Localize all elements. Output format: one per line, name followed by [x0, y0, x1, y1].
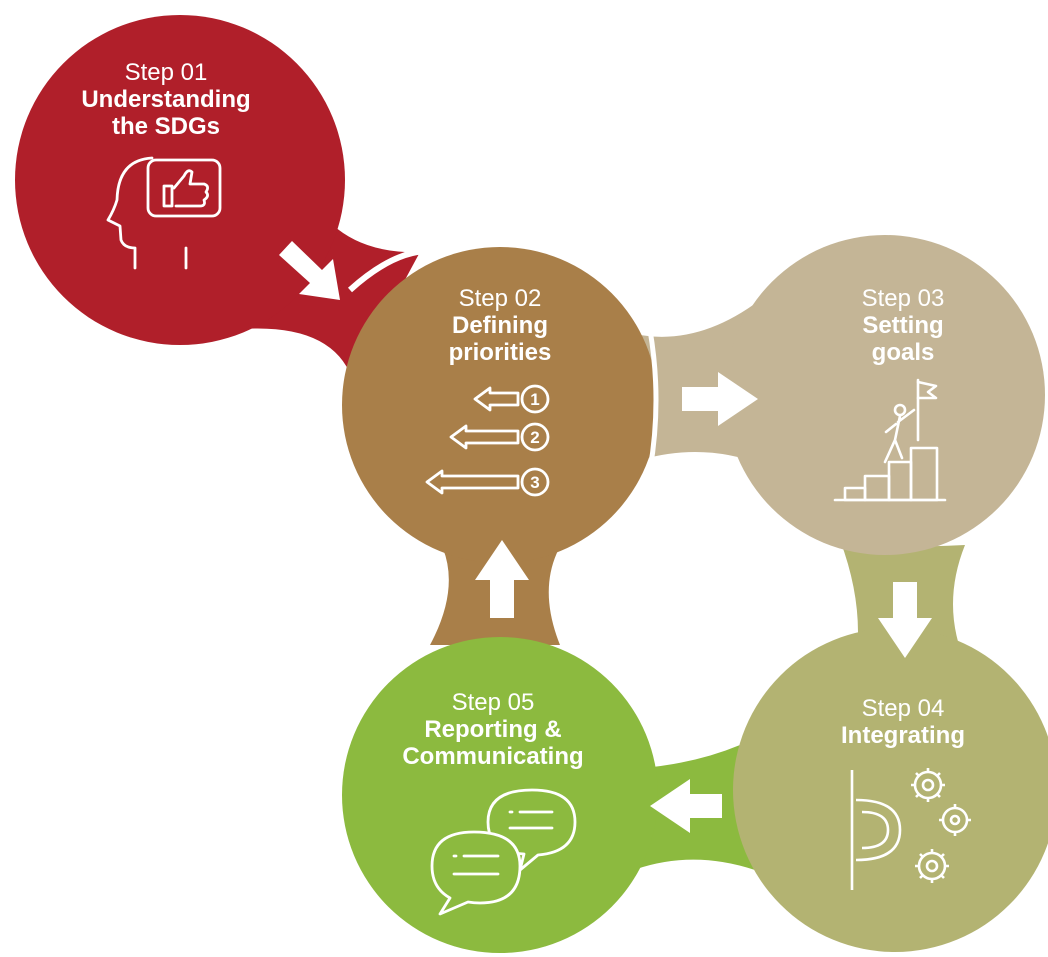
arrow-step2-to-step3: [682, 372, 758, 426]
priority-badge-3: [520, 467, 550, 497]
arrow-step5-to-step2: [475, 540, 529, 618]
step-5-title-line2: Communicating: [402, 742, 584, 770]
step-1-number: Step 01: [124, 59, 208, 86]
step-1-label: Step 01 Understanding the SDGs: [46, 59, 286, 141]
step-2-label: Step 02 Defining priorities: [380, 285, 620, 367]
priority-list-icon: [425, 384, 550, 497]
gears-icon: [850, 768, 971, 890]
arrow-step3-to-step4: [878, 582, 932, 658]
step-3-label: Step 03 Setting goals: [783, 285, 1023, 367]
step-4-bubble: [733, 628, 1048, 952]
priority-number-2: 2: [530, 428, 539, 447]
step-5-number: Step 05: [451, 689, 535, 716]
priority-number-1: 1: [530, 390, 539, 409]
climbing-flag-icon: [833, 378, 947, 502]
step-4-title-line1: Integrating: [841, 721, 965, 749]
priority-number-3: 3: [530, 473, 539, 492]
step-3-bubble: [725, 235, 1045, 555]
arrow-step4-to-step5: [650, 779, 722, 833]
step-2-number: Step 02: [458, 285, 542, 312]
step-1-title-line1: Understanding: [81, 85, 251, 113]
seam-1-2: [347, 248, 441, 293]
speech-bubbles-icon: [430, 788, 577, 916]
arrow-step1-to-step2: [279, 241, 340, 300]
step-3-number: Step 03: [861, 285, 945, 312]
step-4-label: Step 04 Integrating: [783, 695, 1023, 750]
step-5-label: Step 05 Reporting & Communicating: [373, 689, 613, 771]
step-1-title-line2: the SDGs: [111, 112, 221, 140]
step-2-title-line2: priorities: [448, 338, 552, 366]
priority-numbers: 1 2 3: [530, 390, 539, 492]
priority-arrow-1: [473, 386, 520, 412]
step-3-title-line1: Setting: [862, 311, 944, 339]
step-2-title-line1: Defining: [452, 311, 548, 339]
priority-badge-2: [520, 422, 550, 452]
step-4-number: Step 04: [861, 695, 945, 722]
priority-arrow-2: [449, 424, 520, 450]
step-5-title-line1: Reporting &: [424, 715, 562, 743]
head-thumbs-up-icon: [106, 156, 222, 270]
step-3-title-line2: goals: [871, 338, 935, 366]
priority-arrow-3: [425, 469, 520, 495]
priority-badge-1: [520, 384, 550, 414]
seam-2-3: [647, 329, 659, 471]
step-5-bubble: [342, 637, 658, 953]
